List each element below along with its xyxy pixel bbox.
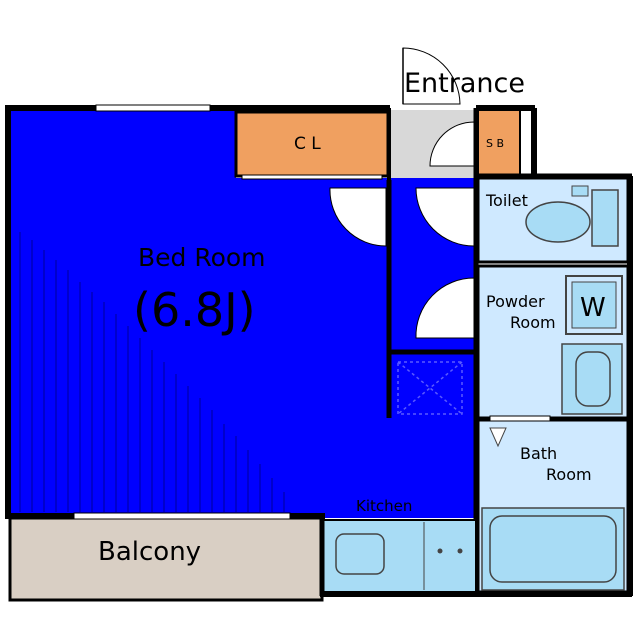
bed-room-size-label: (6.8J) [133,283,256,337]
washer-label: W [580,293,606,323]
closet-door-track [241,174,383,180]
wash-basin-icon [575,351,611,407]
powder-room-label-line2: Room [510,313,556,332]
bathtub-icon [489,515,617,583]
bedroom-window-top [95,104,211,112]
powder-room-label-line1: Powder [486,292,545,311]
bath-room-label-line2: Room [546,465,592,484]
toilet-paper-icon [571,185,589,197]
powder-door-icon [415,277,475,339]
bed-room-hatching [19,232,285,512]
entrance-door-icon [402,47,461,105]
shoe-box-label: S B [486,137,504,150]
bedroom-door-icon [329,187,387,247]
toilet-label: Toilet [485,191,528,210]
bath-door-marker [489,427,507,448]
washer-inner [571,281,617,329]
bed-room-label: Bed Room [138,243,266,272]
entrance-label: Entrance [404,68,525,99]
kitchen-label: Kitchen [356,497,412,515]
bedroom-window-balcony [73,512,291,520]
shoe-box-area [477,109,521,179]
powder-door-track [489,415,551,422]
bath-room-label-line1: Bath [520,444,557,463]
stove-burner-icon [437,548,443,554]
fridge-space-marker [397,361,463,415]
inner-entrance-door-icon [429,121,475,167]
balcony-label: Balcony [98,537,201,567]
toilet-bowl-icon [525,201,591,243]
kitchen-sink-icon [335,533,385,575]
balcony-area [8,516,324,602]
closet-area [234,110,390,178]
closet-label: C L [294,134,321,154]
toilet-door-icon [415,187,475,247]
stove-burner-icon-2 [457,548,463,554]
toilet-tank-icon [591,189,619,247]
